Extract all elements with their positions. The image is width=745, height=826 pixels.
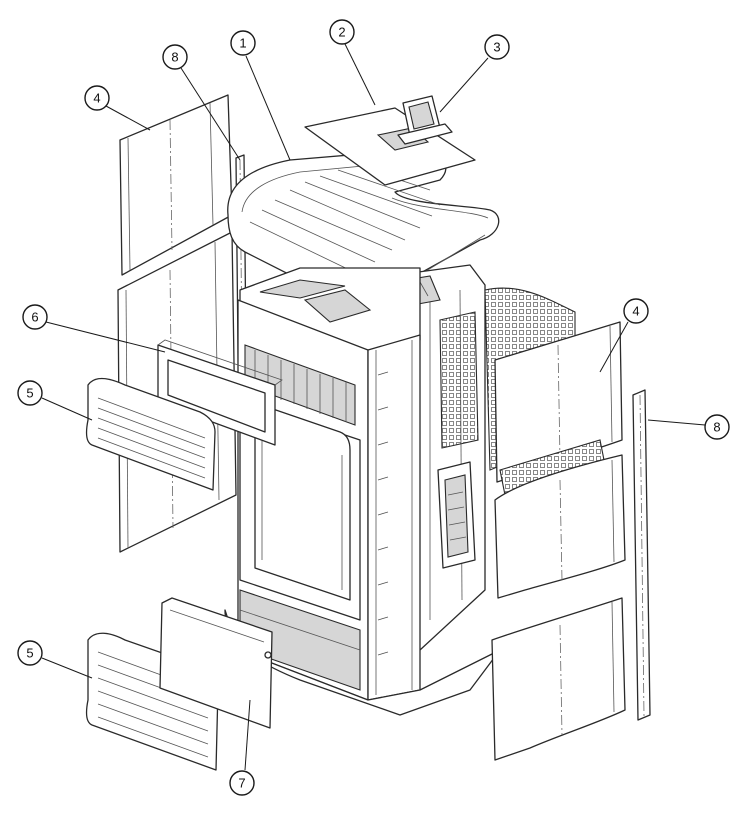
callout-4-left: 4 [84,85,151,131]
svg-text:4: 4 [632,304,639,319]
svg-text:5: 5 [26,386,33,401]
ash-door-panel [159,597,273,729]
right-lower-side-panel [491,597,626,761]
right-upper-side-panel [484,287,623,483]
callout-5-upper: 5 [17,380,93,421]
control-board [437,461,476,569]
callout-4-right: 4 [599,298,649,373]
callout-8-right: 8 [647,414,730,440]
svg-text:4: 4 [93,91,100,106]
callout-3: 3 [439,34,510,113]
callout-2: 2 [329,19,376,106]
svg-text:1: 1 [239,36,246,51]
svg-text:8: 8 [713,420,720,435]
right-middle-side-panel [494,439,626,599]
svg-text:7: 7 [238,776,245,791]
callout-5-lower: 5 [17,640,93,679]
svg-text:5: 5 [26,646,33,661]
callout-8-left: 8 [162,44,241,161]
svg-text:6: 6 [31,310,38,325]
control-panel-display [397,95,453,145]
upper-front-grille [85,377,216,491]
callout-7: 7 [229,699,255,796]
right-vertical-strip [632,389,651,721]
callout-6: 6 [22,304,166,353]
callout-1: 1 [230,30,291,161]
door-glass-frame [157,339,283,446]
svg-text:2: 2 [338,25,345,40]
svg-text:8: 8 [171,50,178,65]
svg-text:3: 3 [493,40,500,55]
